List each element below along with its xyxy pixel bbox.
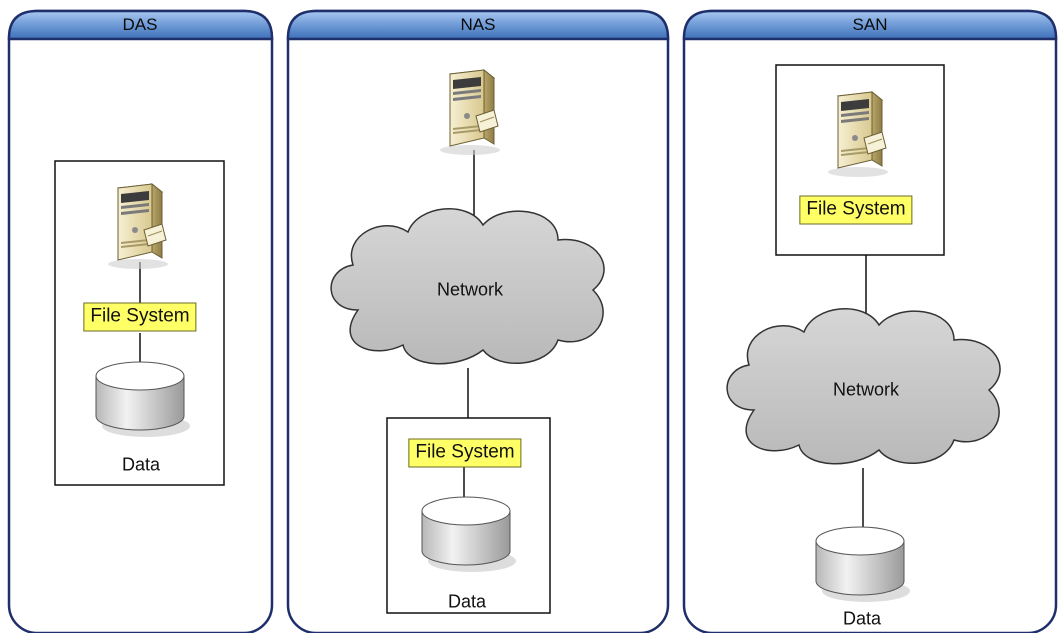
data-label: Data	[842, 608, 882, 629]
panel-nas-title: NAS	[460, 15, 496, 34]
disk-icon	[95, 361, 190, 438]
disk-icon	[815, 526, 910, 603]
data-label: Data	[447, 591, 487, 612]
network-label: Network	[832, 379, 900, 400]
file-system-label: File System	[408, 438, 522, 468]
data-label: Data	[121, 454, 161, 475]
panel-das-header	[7, 9, 274, 41]
disk-icon	[421, 496, 516, 573]
panel-das-title: DAS	[122, 15, 158, 34]
panel-san	[682, 9, 1058, 633]
panel-nas	[286, 9, 670, 633]
panel-nas-header	[286, 9, 670, 41]
panel-san-title: SAN	[852, 15, 888, 34]
panel-san-header	[682, 9, 1058, 41]
file-system-label: File System	[799, 195, 913, 225]
network-label: Network	[436, 279, 504, 300]
file-system-label: File System	[83, 302, 197, 332]
